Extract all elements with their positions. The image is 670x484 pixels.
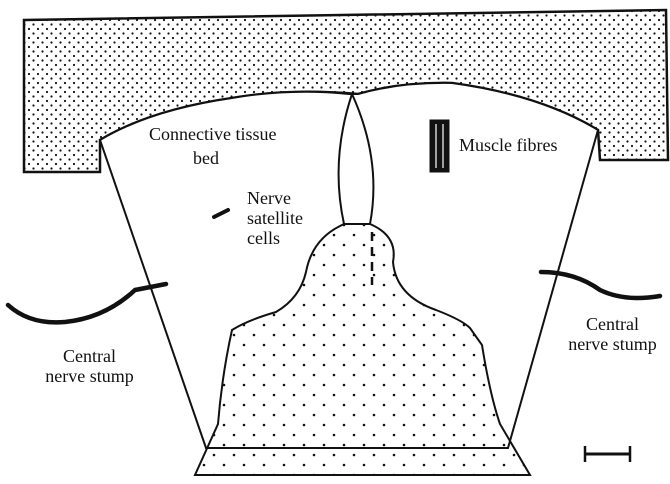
right-central-nerve-stump — [541, 272, 660, 298]
left-central-nerve-stump — [8, 284, 166, 322]
label-connective-tissue-bed: Connective tissue bed — [149, 124, 276, 168]
label-muscle-fibres: Muscle fibres — [459, 135, 557, 155]
scale-bar — [585, 446, 630, 462]
muscle-fibres-block — [430, 120, 449, 172]
label-central-nerve-stump-left: Central nerve stump — [12, 346, 167, 386]
label-central-nerve-stump-right: Central nerve stump — [555, 314, 670, 354]
label-nerve-satellite-cells: Nerve satellite cells — [247, 188, 303, 248]
